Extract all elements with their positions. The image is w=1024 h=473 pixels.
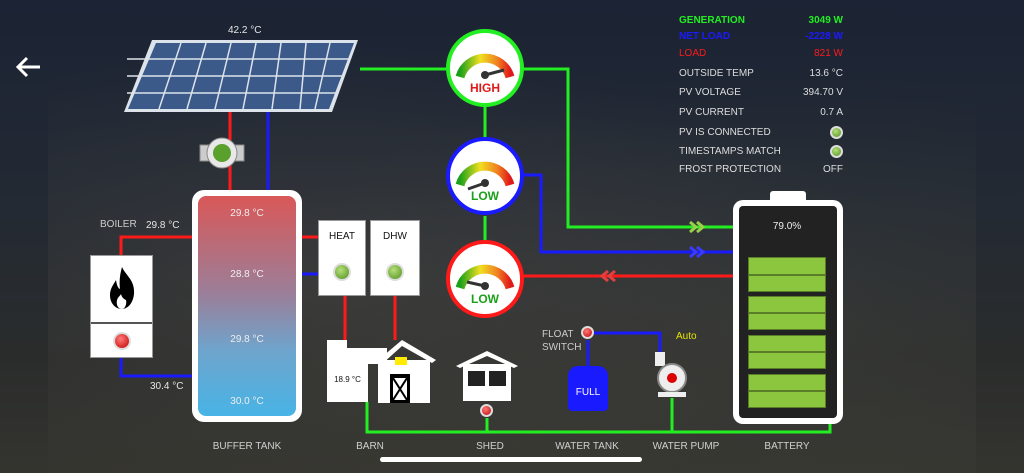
stat-value: 821 W: [814, 48, 843, 59]
arrow-left-icon: [15, 56, 40, 78]
stat-label: PV CURRENT: [679, 107, 745, 118]
load-gauge: LOW: [446, 240, 524, 318]
battery-cell: [748, 391, 826, 408]
barn-temp: 18.9 °C: [334, 375, 361, 384]
circulation-pump-icon: [199, 137, 245, 169]
float-switch-label-1: FLOAT: [542, 329, 574, 340]
shed-label: SHED: [476, 441, 504, 452]
pump-mode: Auto: [676, 331, 697, 342]
battery-cell: [748, 257, 826, 275]
water-tank[interactable]: FULL: [568, 366, 608, 411]
stat-frost-protection: FROST PROTECTION OFF: [679, 164, 843, 175]
flame-icon: [110, 267, 135, 309]
stat-pv-current: PV CURRENT 0.7 A: [679, 107, 843, 118]
buffer-tank[interactable]: [192, 190, 302, 422]
stat-load: LOAD 821 W: [679, 48, 843, 59]
stat-label: FROST PROTECTION: [679, 164, 782, 175]
heat-zone[interactable]: HEAT: [318, 220, 366, 296]
battery-percent: 79.0%: [772, 221, 802, 232]
generation-gauge: HIGH: [446, 29, 524, 107]
gauge-dial-icon: [455, 53, 515, 79]
battery-cell: [748, 374, 826, 391]
net-load-gauge-state: LOW: [471, 189, 499, 203]
timestamps-match-led: [830, 145, 843, 158]
shed-status-led: [480, 404, 493, 417]
buffer-tank-label: BUFFER TANK: [212, 441, 282, 452]
stat-label: NET LOAD: [679, 31, 731, 42]
stat-pv-connected: PV IS CONNECTED: [679, 126, 843, 139]
back-button[interactable]: [14, 55, 42, 79]
battery-cell: [748, 275, 826, 292]
tank-temp-top: 29.8 °C: [230, 208, 264, 219]
pv-connected-led: [830, 126, 843, 139]
generation-gauge-state: HIGH: [470, 81, 500, 95]
barn-label: BARN: [356, 441, 384, 452]
stat-generation: GENERATION 3049 W: [679, 15, 843, 26]
tank-temp-lower: 29.8 °C: [230, 334, 264, 345]
load-gauge-state: LOW: [471, 292, 499, 306]
stat-value: 3049 W: [808, 15, 843, 26]
stat-value: 394.70 V: [802, 87, 843, 98]
tank-temp-bottom: 30.0 °C: [230, 396, 264, 407]
stat-label: PV IS CONNECTED: [679, 127, 771, 138]
water-pump-icon: [655, 352, 687, 397]
stat-value: 13.6 °C: [809, 68, 843, 79]
home-indicator[interactable]: [380, 457, 642, 462]
stat-label: GENERATION: [679, 15, 745, 26]
battery-cell: [748, 352, 826, 369]
stat-value: 0.7 A: [820, 107, 843, 118]
stat-label: PV VOLTAGE: [679, 87, 741, 98]
dhw-status-led: [386, 263, 404, 281]
dhw-zone[interactable]: DHW: [370, 220, 420, 296]
stat-label: LOAD: [679, 48, 707, 59]
solar-panel-icon: [124, 40, 358, 112]
heat-status-led: [333, 263, 351, 281]
gauge-dial-icon: [455, 161, 515, 191]
tank-temp-upper: 28.8 °C: [230, 269, 264, 280]
stat-timestamps-match: TIMESTAMPS MATCH: [679, 145, 843, 158]
stat-value: -2228 W: [805, 31, 843, 42]
stat-pv-voltage: PV VOLTAGE 394.70 V: [679, 87, 843, 98]
boiler-unit[interactable]: [90, 255, 153, 358]
water-tank-level: FULL: [575, 387, 601, 398]
stat-label: OUTSIDE TEMP: [679, 68, 754, 79]
water-tank-label: WATER TANK: [555, 441, 619, 452]
barn-icon: [327, 340, 436, 403]
boiler-status-led: [113, 332, 131, 350]
net-load-gauge: LOW: [446, 137, 524, 215]
stat-outside-temp: OUTSIDE TEMP 13.6 °C: [679, 68, 843, 79]
dhw-label: DHW: [383, 231, 407, 242]
stat-net-load: NET LOAD -2228 W: [679, 31, 843, 42]
boiler-flow-temp: 29.8 °C: [146, 220, 180, 231]
water-pump-label: WATER PUMP: [652, 441, 720, 452]
shed-icon: [456, 351, 518, 401]
solar-temp: 42.2 °C: [228, 25, 262, 36]
battery-cell: [748, 313, 826, 330]
boiler-label: BOILER: [100, 219, 137, 230]
battery-cell: [748, 296, 826, 313]
flow-chevrons: [599, 220, 706, 283]
heat-label: HEAT: [329, 231, 355, 242]
battery-label: BATTERY: [764, 441, 810, 452]
stat-label: TIMESTAMPS MATCH: [679, 146, 781, 157]
barn-temp-box: 18.9 °C: [327, 363, 368, 402]
battery-cell: [748, 335, 826, 352]
stat-value: OFF: [823, 164, 843, 175]
gauge-dial-icon: [455, 264, 515, 290]
float-switch-label-2: SWITCH: [542, 342, 582, 353]
float-switch-led: [581, 326, 594, 339]
boiler-return-temp: 30.4 °C: [150, 381, 184, 392]
